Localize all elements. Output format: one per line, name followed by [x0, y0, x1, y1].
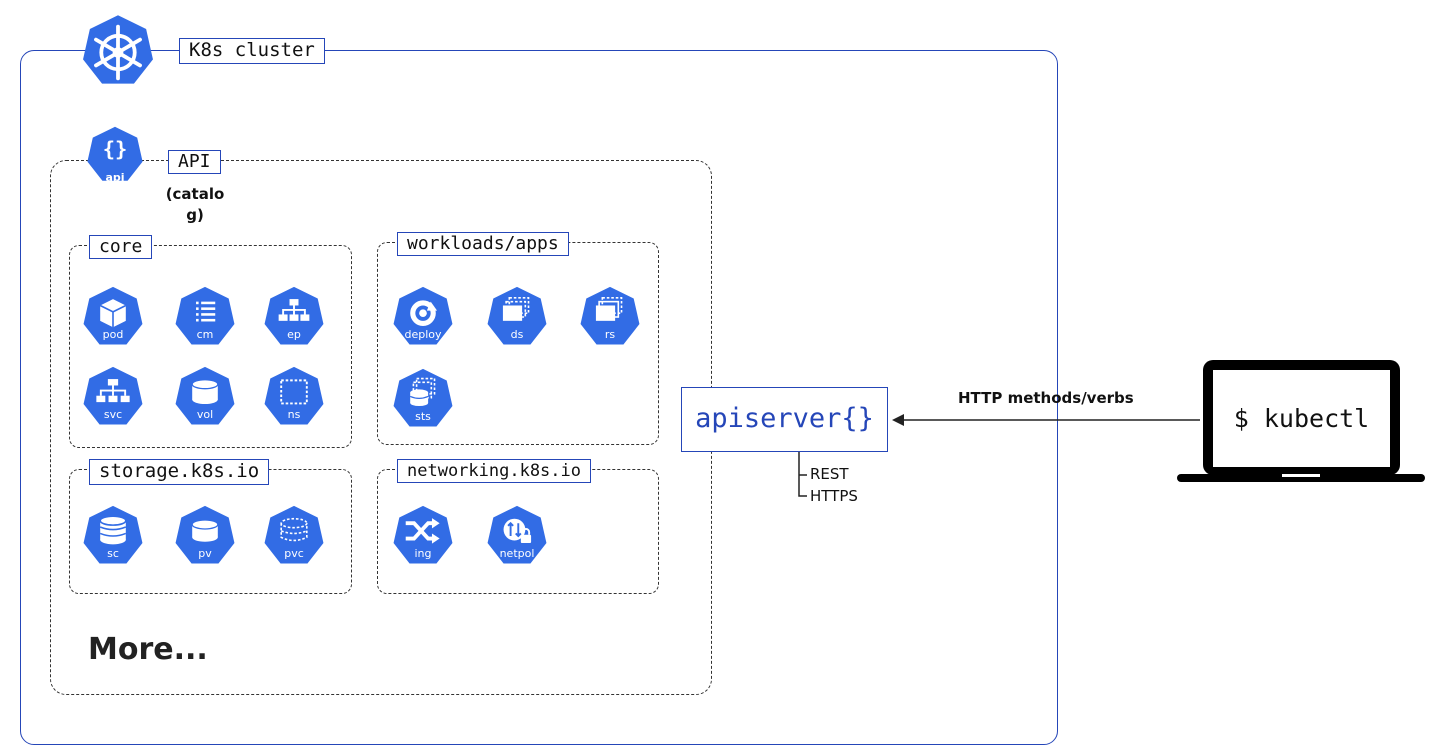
storage-label: storage.k8s.io	[89, 459, 270, 485]
kubernetes-wheel-icon	[80, 13, 156, 89]
pod-label: pod	[102, 328, 124, 341]
apiserver-box: apiserver{}	[681, 387, 888, 452]
ep-label: ep	[287, 328, 301, 341]
http-arrow	[892, 414, 1200, 426]
ns-label: ns	[287, 408, 301, 421]
cluster-boundary	[20, 50, 1058, 745]
deploy-icon-shape	[393, 286, 453, 345]
more-text: More...	[88, 632, 208, 667]
netpol-icon: netpol	[485, 503, 549, 569]
ep-icon: ep	[262, 284, 326, 350]
api-sublabel-line2: g)	[186, 206, 204, 224]
core-group	[69, 245, 352, 448]
laptop-icon: $ kubectl	[1177, 358, 1425, 488]
networking-label: networking.k8s.io	[397, 459, 591, 483]
ing-icon: ing	[391, 503, 455, 569]
netpol-label: netpol	[499, 547, 535, 560]
sc-label: sc	[107, 547, 119, 560]
cm-icon: cm	[173, 284, 237, 350]
protocol-https: HTTPS	[810, 487, 858, 505]
vol-icon: vol	[173, 364, 237, 430]
sts-icon: sts	[391, 366, 455, 432]
protocol-rest: REST	[810, 465, 849, 483]
pv-label: pv	[198, 547, 212, 560]
apiserver-label: apiserver{}	[695, 403, 874, 434]
svc-icon: svc	[81, 364, 145, 430]
rs-icon-shape	[580, 286, 640, 345]
deploy-icon: deploy	[391, 284, 455, 350]
deploy-label: deploy	[404, 328, 442, 341]
sts-label: sts	[415, 410, 431, 423]
rs-label: rs	[604, 328, 616, 341]
api-sublabel: (catalo g)	[150, 184, 240, 226]
ds-icon-shape	[487, 286, 547, 345]
svc-label: svc	[103, 408, 123, 421]
api-sublabel-line1: (catalo	[165, 185, 225, 203]
workloads-label: workloads/apps	[397, 232, 569, 256]
ds-label: ds	[510, 328, 524, 341]
vol-icon-shape	[175, 366, 235, 425]
http-methods-label: HTTP methods/verbs	[958, 389, 1134, 407]
pod-icon: pod	[81, 284, 145, 350]
cluster-label: K8s cluster	[179, 38, 325, 64]
sts-icon-shape	[393, 368, 453, 427]
core-label: core	[89, 235, 153, 259]
pv-icon-shape	[175, 505, 235, 564]
kubectl-command: $ kubectl	[1233, 404, 1370, 433]
svg-text:{}: {}	[103, 137, 128, 161]
pod-icon-shape	[83, 286, 143, 345]
svc-icon-shape	[83, 366, 143, 425]
ep-icon-shape	[264, 286, 324, 345]
ing-icon-shape	[393, 505, 453, 564]
ing-label: ing	[414, 547, 432, 560]
ns-icon-shape	[264, 366, 324, 425]
sc-icon-shape	[83, 505, 143, 564]
ns-icon: ns	[262, 364, 326, 430]
pvc-icon-shape	[264, 505, 324, 564]
sc-icon: sc	[81, 503, 145, 569]
api-icon-text: api	[105, 171, 125, 184]
cm-label: cm	[196, 328, 214, 341]
cm-icon-shape	[175, 286, 235, 345]
protocol-bracket	[798, 452, 807, 497]
pvc-label: pvc	[284, 547, 304, 560]
pvc-icon: pvc	[262, 503, 326, 569]
vol-label: vol	[196, 408, 214, 421]
ds-icon: ds	[485, 284, 549, 350]
rs-icon: rs	[578, 284, 642, 350]
api-label: API	[168, 150, 221, 174]
api-icon: {} api	[85, 125, 145, 189]
netpol-icon-shape	[487, 505, 547, 564]
pv-icon: pv	[173, 503, 237, 569]
